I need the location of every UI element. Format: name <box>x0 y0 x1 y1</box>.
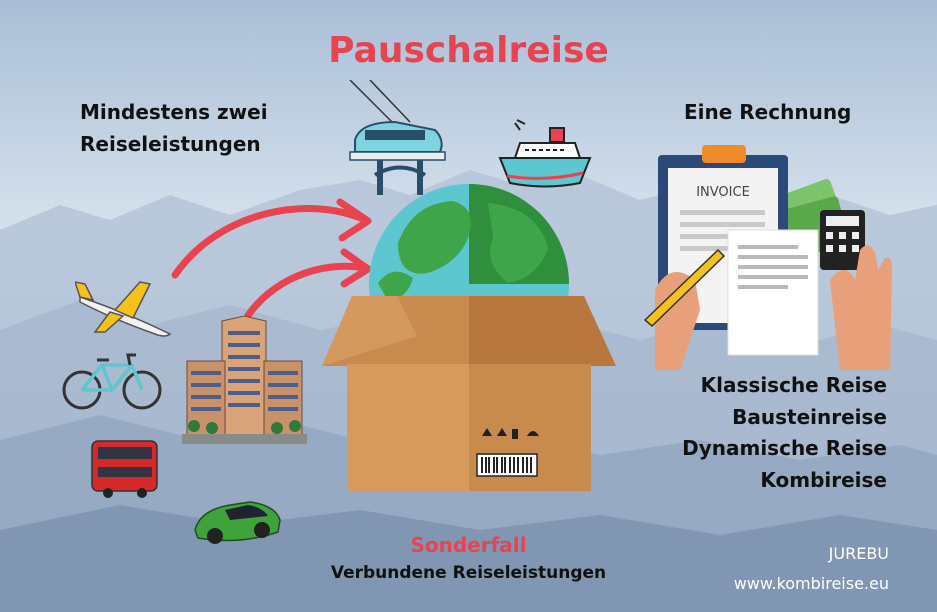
special-case-text: Verbundene Reiseleistungen <box>330 563 607 583</box>
arrow-top <box>171 205 369 279</box>
train-icon <box>349 80 446 195</box>
brand-name: JUREBU <box>828 544 889 563</box>
left-heading-line2: Reiseleistungen <box>80 132 261 156</box>
left-hand-icon <box>655 272 700 370</box>
brand-block: JUREBU www.kombireise.eu <box>734 539 889 599</box>
arrow-bottom <box>241 262 369 324</box>
hotel-icon <box>182 316 307 444</box>
travel-type-item: Dynamische Reise <box>682 436 887 460</box>
right-heading: Eine Rechnung <box>684 100 852 124</box>
globe-icon <box>369 184 569 303</box>
box-icon <box>322 296 616 491</box>
bicycle-icon <box>62 353 162 410</box>
travel-type-item: Kombireise <box>760 467 887 492</box>
page-title: Pauschalreise <box>328 30 609 71</box>
fragile-symbols-icon <box>482 428 539 448</box>
left-heading: Mindestens zwei Reiseleistungen <box>80 96 268 160</box>
travel-type-item: Bausteinreise <box>732 404 887 429</box>
left-heading-line1: Mindestens zwei <box>80 100 268 124</box>
arrows <box>171 198 372 324</box>
right-hand-icon <box>830 245 892 370</box>
bus-icon <box>91 440 158 498</box>
travel-type-item: Klassische Reise <box>700 373 887 397</box>
invoice-icon: INVOICE <box>643 145 892 370</box>
ship-icon <box>498 119 592 188</box>
travel-types-list: Klassische Reise Bausteinreise Dynamisch… <box>682 370 887 496</box>
car-icon <box>194 501 281 544</box>
airplane-icon <box>75 281 172 337</box>
pen-icon <box>643 248 726 328</box>
brand-website: www.kombireise.eu <box>733 574 889 593</box>
invoice-label: INVOICE <box>696 185 750 200</box>
special-case-label: Sonderfall <box>410 533 527 557</box>
